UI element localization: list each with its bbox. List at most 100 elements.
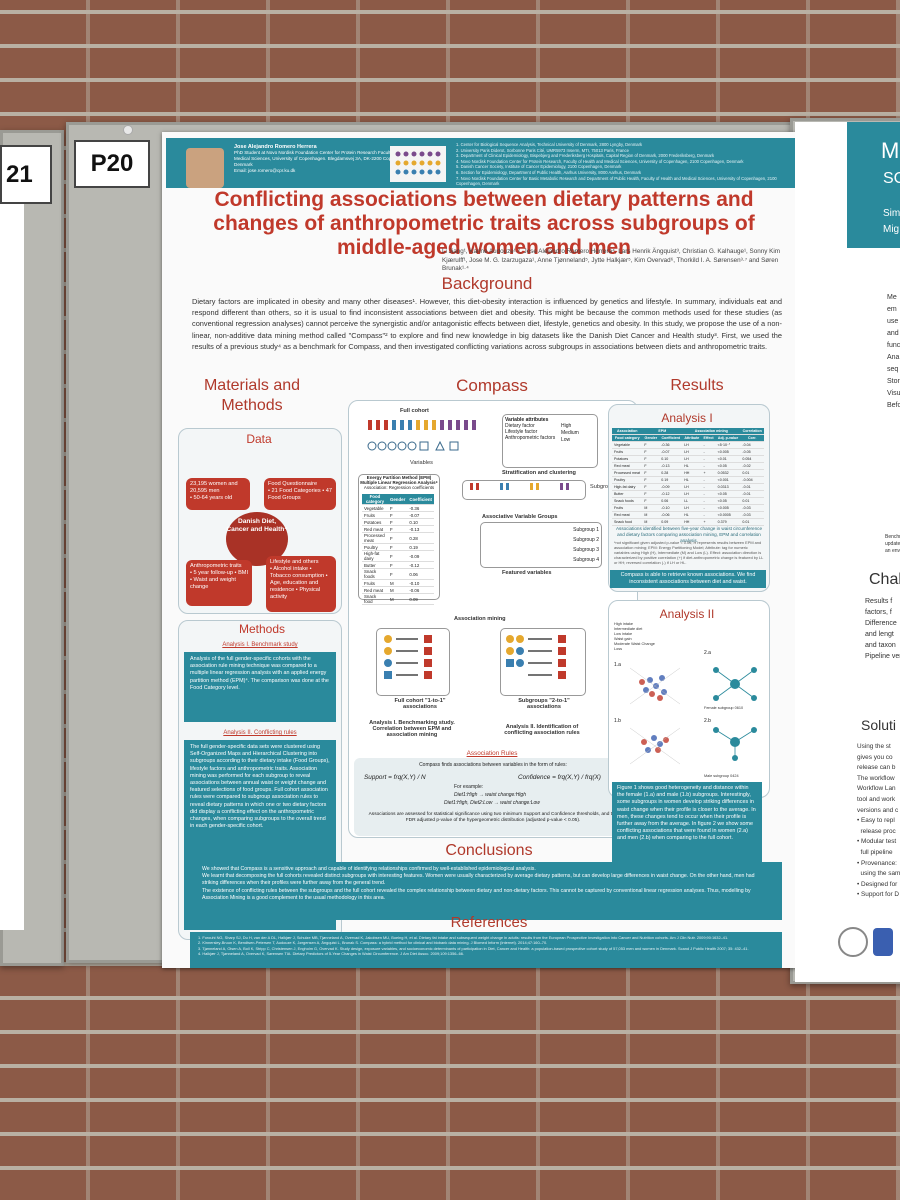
methods-sub1: Analysis I. Benchmark study <box>222 642 298 648</box>
table-cell: -0.09 <box>659 483 683 491</box>
table-cell: Butter <box>612 490 643 498</box>
rules-title: Association Rules <box>466 750 518 757</box>
fig-label: 2.b <box>704 718 711 724</box>
right-poster-header: M SC Sim Mig <box>847 122 900 248</box>
col-header: Coefficient <box>659 434 683 442</box>
table-cell: Poultry <box>612 476 643 484</box>
table-cell: -0.04 <box>740 441 764 449</box>
right-poster-line: factors, f <box>865 609 892 616</box>
right-poster-line: updated ta <box>885 541 900 547</box>
group-header: Association <box>612 428 643 435</box>
table-cell: -0.36 <box>407 504 434 512</box>
table-cell: + <box>701 518 716 526</box>
table-cell: Processed meat <box>362 532 388 544</box>
subgroup-rules-box <box>500 628 586 696</box>
rules-intro: Compass finds associations between varia… <box>419 762 567 768</box>
table-cell: -0.01 <box>740 483 764 491</box>
references-title: References <box>450 914 528 931</box>
table-cell: -0.13 <box>659 462 683 470</box>
featured-variables: Featured variables <box>502 570 552 576</box>
table-cell: 0.28 <box>659 469 683 477</box>
lifestyle-label: Lifestyle and others <box>270 559 319 565</box>
table-cell: LL <box>682 497 702 505</box>
confidence-formula: Confidence = frq(X,Y) / frq(X) <box>518 774 601 781</box>
table-cell: F <box>387 532 408 544</box>
references-box: 1. Forouhi NG, Sharp SJ, Du H, van der A… <box>190 932 782 968</box>
cohort-box: 23,195 women and 20,595 men • 50-64 year… <box>186 478 250 510</box>
table-cell: -0.004 <box>740 476 764 484</box>
table-cell: Fruits <box>362 579 388 587</box>
poster-authors: Li Jiang¹, Karine Audouze¹·², Jose Aleja… <box>442 248 780 272</box>
analysis2-panel <box>608 600 770 798</box>
table-cell: -0.13 <box>407 525 434 533</box>
table-cell: <0.0005 <box>715 511 741 519</box>
table-cell: F <box>642 448 660 456</box>
table-cell: LH <box>682 448 702 456</box>
affiliation: 7. Novo Nordisk Foundation Center for Ba… <box>456 175 777 187</box>
table-cell: HL <box>682 511 702 519</box>
table-cell: Red meat <box>362 525 388 533</box>
right-poster-title-line: Sim <box>883 208 900 219</box>
table-cell: 0.19 <box>659 476 683 484</box>
association-mining-label: Association mining <box>454 616 506 622</box>
conclusions-box: We showed that Compass is a sensitive ap… <box>192 862 782 920</box>
right-poster-line: versions and c <box>857 806 899 814</box>
table-cell: LH <box>682 483 702 491</box>
reference-item: 3. Tjønneland A, Olsen A, Boll K, Stripp… <box>198 945 749 951</box>
legend-item: Anthropometric factors <box>505 435 556 441</box>
cohort-size: 23,195 women and 20,595 men <box>190 481 238 494</box>
right-poster-line: and taxon <box>865 642 896 649</box>
right-poster-line: tool and work <box>857 795 896 803</box>
right-poster-title-line: SC <box>883 170 900 187</box>
epm-subtitle: Association: Regression coefficients <box>363 485 435 490</box>
reference-item: 1. Forouhi NG, Sharp SJ, Du H, van der A… <box>198 935 729 940</box>
right-poster-line: • Modular test <box>857 838 897 846</box>
group-header: Correlation <box>740 428 764 435</box>
legend-item: Loss <box>614 647 623 651</box>
right-poster-line: Stor <box>887 378 900 385</box>
right-poster-line: func <box>887 342 900 349</box>
affiliation: 5. Danish Cancer Society, Institute of C… <box>456 164 622 170</box>
epm-table: Food category Gender Coefficient Vegetab… <box>362 494 434 605</box>
table-cell: 0.09 <box>407 593 434 605</box>
table-cell: F <box>387 518 408 526</box>
table-cell: <0.05 <box>715 490 741 498</box>
full-cohort-rules-graphic <box>384 635 432 679</box>
table-cell: Vegetable <box>362 504 388 512</box>
table-cell: Fruits <box>612 504 643 512</box>
subgroup-label: Subgroup 1 <box>573 527 599 533</box>
right-poster-line: The workflow <box>857 774 895 782</box>
subgroups-label: Subgroups <box>590 484 618 490</box>
poster-title: Conflicting associations between dietary… <box>213 188 755 259</box>
conclusion-item: We learnt that decomposing the full coho… <box>202 873 755 887</box>
presenter-email: Email: jose.romero@cpr.ku.dk <box>234 168 296 173</box>
rules-box: Compass finds associations between varia… <box>354 758 632 836</box>
affiliations-list: 1. Center for Biological Sequence Analys… <box>456 142 801 187</box>
avg-box: Subgroup 1 Subgroup 2 Subgroup 3 Subgrou… <box>480 522 602 568</box>
subgroup-assoc-label: Subgroups "2-to-1" associations <box>518 698 570 710</box>
variable-attributes-legend: Variable attributes Dietary factor Lifes… <box>502 414 598 468</box>
subgroup-label: Subgroup 2 <box>573 537 599 543</box>
table-cell: - <box>701 483 716 491</box>
legend-item: High <box>561 423 572 429</box>
table-cell: LH <box>682 490 702 498</box>
table-cell: <5·10⁻⁷ <box>715 441 741 449</box>
table-cell: <0.005 <box>715 448 741 456</box>
food-questionnaire-detail: • 21 Food Categories • 47 Food Groups <box>268 488 332 501</box>
anthropometric-box: Anthropometric traits • 5 year follow-up… <box>186 560 252 606</box>
table-cell: + <box>701 469 716 477</box>
analysis1-summary: Compass is able to retrieve known associ… <box>610 570 766 588</box>
legend-item: Lifestyle factor <box>505 429 538 435</box>
methods-title: Methods <box>238 622 286 636</box>
right-poster-line: Difference <box>865 620 897 627</box>
affiliation: 1. Center for Biological Sequence Analys… <box>456 142 643 147</box>
example-rule1: Diet1:High → waist change:High <box>454 792 526 798</box>
right-poster-line: • Easy to repl <box>857 817 895 825</box>
legend-item: High intake <box>614 622 633 626</box>
analysis2-title: Analysis II <box>659 607 715 621</box>
